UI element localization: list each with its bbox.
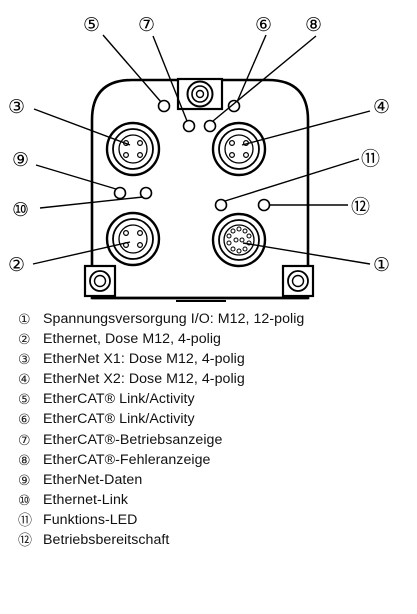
led-11 (214, 198, 228, 212)
legend-item: ⑧ EtherCAT®-Fehleranzeige (18, 450, 413, 470)
legend-item: ④ EtherNet X2: Dose M12, 4-polig (18, 369, 413, 389)
leader-1 (242, 242, 371, 265)
legend-item: ⑤ EtherCAT® Link/Activity (18, 389, 413, 409)
led-12 (257, 198, 271, 212)
callout-3: ③ (8, 97, 25, 118)
top-screw (176, 77, 224, 111)
bottom-right-screw (281, 264, 315, 298)
leader-11 (224, 158, 360, 202)
legend-item: ③ EtherNet X1: Dose M12, 4-polig (18, 349, 413, 369)
leader-3 (33, 108, 131, 146)
legend-number: ⑦ (18, 431, 31, 448)
legend-item: ⑪ Funktions-LED (18, 510, 413, 530)
callout-4: ④ (373, 97, 390, 118)
leader-2 (32, 241, 131, 265)
callout-6: ⑥ (255, 15, 272, 36)
callout-9: ⑨ (12, 150, 29, 171)
callout-10: ⑩ (12, 200, 29, 221)
led-6 (227, 99, 241, 113)
legend-number: ② (18, 331, 31, 348)
legend-number: ⑨ (18, 471, 31, 488)
legend-text: Ethernet-Link (43, 491, 129, 508)
callout-7: ⑦ (138, 15, 155, 36)
legend-number: ④ (18, 371, 31, 388)
led-5 (157, 99, 171, 113)
legend-text: EtherNet X2: Dose M12, 4-polig (43, 371, 245, 388)
led-9 (113, 186, 127, 200)
legend-number: ⑥ (18, 411, 31, 428)
legend-item: ⑫ Betriebsbereitschaft (18, 530, 413, 550)
connector-panel-diagram: ⑤ ⑦ ⑥ ⑧ ③ ④ ⑨ ⑪ ⑩ ⑫ ② ① (8, 15, 390, 302)
legend-item: ⑩ Ethernet-Link (18, 490, 413, 510)
legend-number: ⑧ (18, 451, 31, 468)
callout-1: ① (373, 255, 390, 276)
legend-text: Spannungsversorgung I/O: M12, 12-polig (43, 311, 305, 327)
legend-item: ⑨ EtherNet-Daten (18, 470, 413, 490)
callout-12: ⑫ (351, 196, 370, 218)
legend-item: ⑦ EtherCAT®-Betriebsanzeige (18, 430, 413, 450)
callout-8: ⑧ (305, 15, 322, 36)
legend-text: Funktions-LED (43, 511, 138, 528)
legend-number: ⑪ (18, 511, 32, 528)
legend-text: EtherCAT® Link/Activity (43, 391, 195, 408)
callout-5: ⑤ (83, 15, 100, 36)
connector-x1 (105, 121, 161, 177)
leader-5 (102, 34, 162, 103)
leader-4 (241, 110, 371, 146)
legend-text: EtherNet-Daten (43, 471, 143, 488)
leader-8 (212, 35, 317, 122)
legend-text: EtherCAT® Link/Activity (43, 411, 195, 428)
connector-x2 (211, 121, 267, 177)
legend-number: ⑩ (18, 491, 31, 508)
callout-2: ② (8, 255, 25, 276)
connector-ethernet (105, 211, 161, 267)
legend-text: EtherNet X1: Dose M12, 4-polig (43, 351, 245, 368)
legend-text: EtherCAT®-Fehleranzeige (43, 451, 211, 468)
legend-text: EtherCAT®-Betriebsanzeige (43, 431, 223, 448)
bottom-left-screw (83, 264, 117, 298)
led-8 (203, 119, 217, 133)
connector-power (211, 212, 267, 268)
legend-text: Ethernet, Dose M12, 4-polig (43, 331, 222, 348)
leader-6 (236, 34, 267, 103)
leader-7 (152, 35, 188, 122)
callout-11: ⑪ (361, 148, 380, 170)
leader-10 (39, 196, 144, 209)
legend-item: ② Ethernet, Dose M12, 4-polig (18, 329, 413, 349)
legend-item: ① Spannungsversorgung I/O: M12, 12-polig (18, 309, 413, 329)
legend-item: ⑥ EtherCAT® Link/Activity (18, 409, 413, 429)
legend-number: ① (18, 311, 31, 327)
legend-text: Betriebsbereitschaft (43, 532, 170, 549)
led-7 (182, 119, 196, 133)
leader-9 (35, 164, 117, 190)
legend-number: ⑫ (18, 532, 32, 549)
led-10 (139, 186, 153, 200)
legend-number: ⑤ (18, 391, 31, 408)
legend-number: ③ (18, 351, 31, 368)
